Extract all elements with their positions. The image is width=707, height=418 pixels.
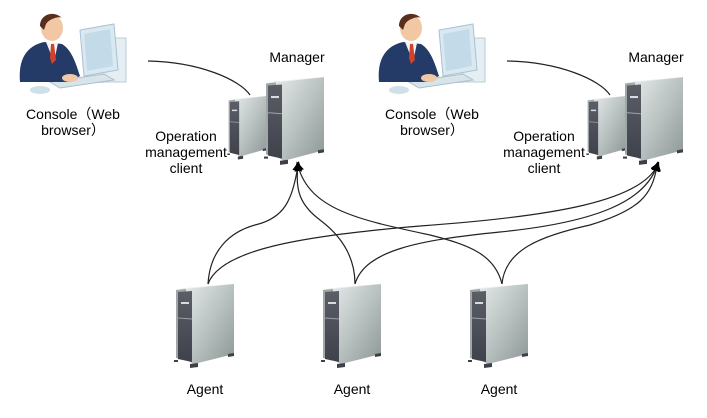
connection-agent3-manager1 [294, 161, 503, 285]
connection-console1-client [147, 60, 251, 96]
agent-server-icon[interactable] [319, 280, 389, 370]
connection-agent2-manager2 [354, 161, 660, 285]
connection-agent1-manager1 [207, 161, 302, 285]
agent-server-icon[interactable] [466, 280, 536, 370]
connection-console2-client [506, 60, 611, 96]
manager-label: Manager [628, 49, 684, 65]
manager-server-icon[interactable] [621, 73, 691, 167]
console-label: Console（Web browser） [26, 106, 120, 138]
console-person-icon[interactable] [369, 10, 499, 100]
manager-server-icon[interactable] [262, 73, 332, 167]
connection-agent3-manager2 [501, 161, 661, 285]
client-label: Operation management client [145, 128, 227, 176]
agent-label: Agent [186, 381, 224, 397]
console-person-icon[interactable] [10, 10, 140, 100]
connection-agent1-manager2 [207, 161, 660, 285]
console-label: Console（Web browser） [385, 106, 479, 138]
agent-server-icon[interactable] [172, 280, 242, 370]
agent-label: Agent [333, 381, 371, 397]
agent-label: Agent [480, 381, 518, 397]
manager-label: Manager [269, 49, 325, 65]
client-label: Operation management client [503, 128, 585, 176]
connection-agent2-manager1 [292, 161, 356, 285]
